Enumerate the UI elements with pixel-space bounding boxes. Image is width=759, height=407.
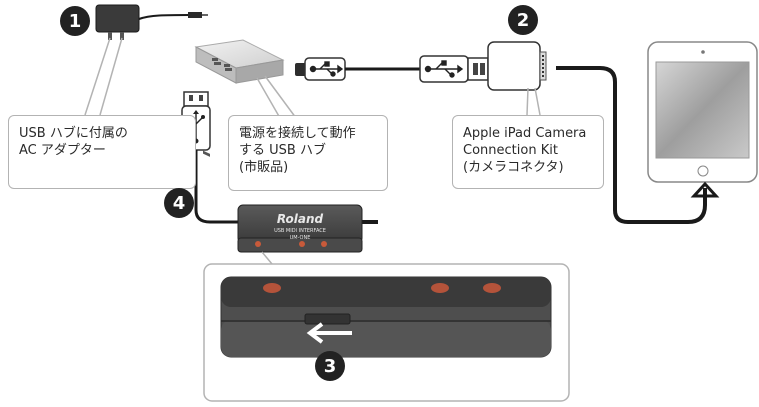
camera-kit-label-line3: (カメラコネクタ) bbox=[463, 160, 564, 175]
camera-kit-callout: Apple iPad Camera Connection Kit (カメラコネク… bbox=[452, 115, 604, 189]
usb-to-um-one-cable bbox=[194, 150, 240, 224]
device-closeup-panel bbox=[203, 263, 570, 402]
arrow-left-icon bbox=[306, 322, 352, 344]
ac-adapter-label-line1: USB ハブに付属の bbox=[19, 126, 128, 141]
usb-icon bbox=[309, 60, 464, 78]
device-model-line: USB MIDI INTERFACE bbox=[274, 228, 326, 234]
ipad-icon bbox=[647, 41, 758, 183]
device-brand: Roland bbox=[277, 212, 324, 226]
usb-hub-label-line2: する USB ハブ bbox=[239, 143, 326, 158]
step-3-badge: 3 bbox=[315, 351, 345, 381]
usb-hub-icon bbox=[194, 39, 285, 157]
usb-hub-callout: 電源を接続して動作 する USB ハブ (市販品) bbox=[228, 115, 388, 191]
camera-kit-pointer bbox=[526, 87, 541, 116]
ipad-connector-arrow bbox=[690, 181, 720, 198]
ac-adapter-label-line2: AC アダプター bbox=[19, 143, 106, 158]
camera-kit-to-ipad-cable bbox=[556, 66, 707, 224]
usb-hub-label-line1: 電源を接続して動作 bbox=[239, 126, 356, 141]
adapter-pointer bbox=[84, 37, 123, 116]
usb-hub-label-line3: (市販品) bbox=[239, 160, 289, 175]
ac-adapter-callout: USB ハブに付属の AC アダプター bbox=[8, 115, 196, 189]
camera-connection-kit-icon bbox=[487, 41, 547, 91]
hub-pointer bbox=[256, 75, 297, 119]
step-4-badge: 4 bbox=[164, 188, 194, 218]
camera-kit-label-line2: Connection Kit bbox=[463, 143, 558, 158]
step-1-badge: 1 bbox=[60, 6, 90, 36]
ac-adapter-icon bbox=[95, 4, 208, 40]
camera-kit-label-line1: Apple iPad Camera bbox=[463, 126, 587, 141]
device-model-name: UM-ONE bbox=[290, 235, 311, 241]
midi-interface-icon bbox=[237, 204, 363, 265]
step-2-badge: 2 bbox=[508, 5, 538, 35]
